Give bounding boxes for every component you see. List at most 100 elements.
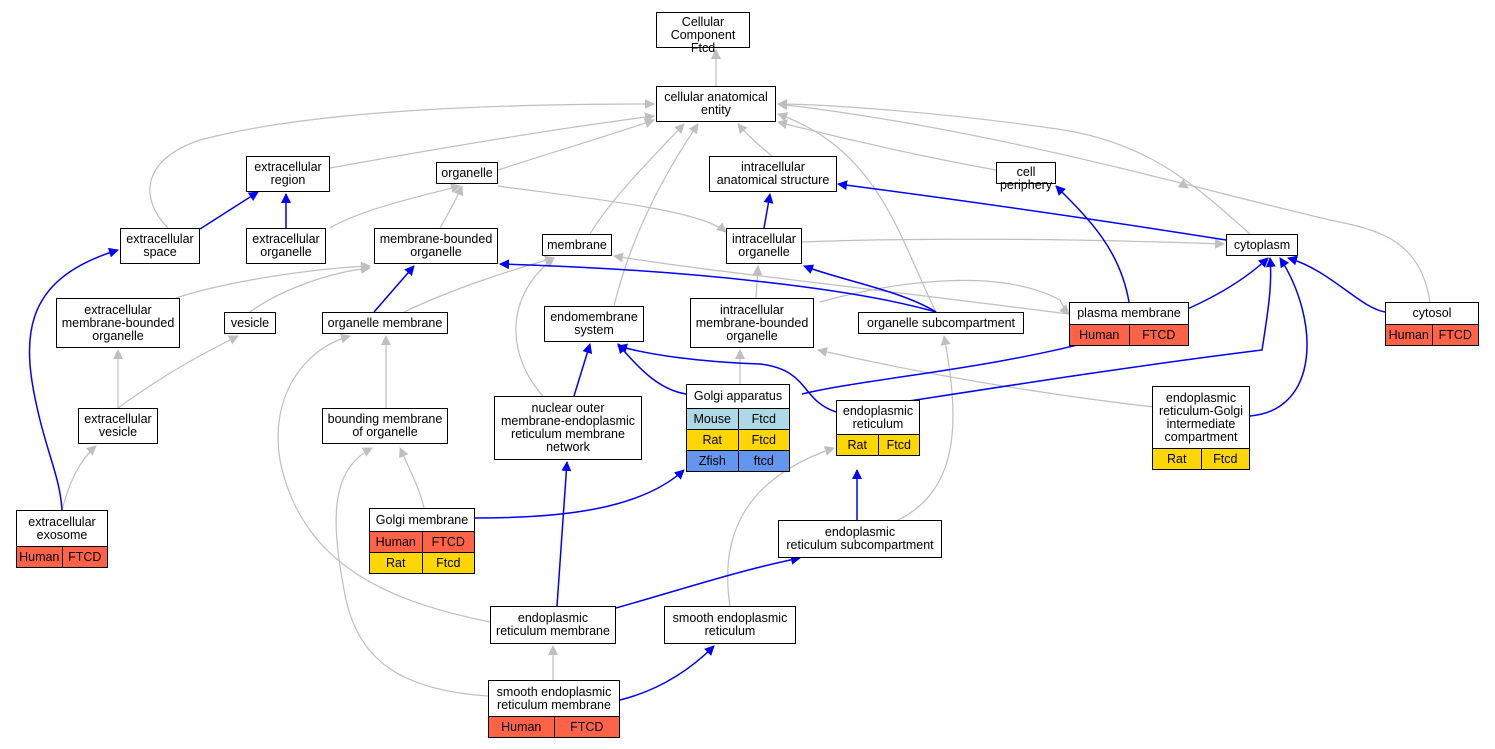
term-node-cytoplasm[interactable]: cytoplasm — [1226, 234, 1298, 256]
is-a-edge-5 — [149, 99, 655, 229]
term-label-line: compartment — [1164, 429, 1238, 444]
species-cell: Rat — [687, 430, 738, 450]
is-a-edge-4 — [777, 119, 997, 171]
term-node-organelle[interactable]: organelle — [436, 162, 498, 184]
is-a-edge-2 — [497, 118, 655, 171]
species-cell: Human — [370, 532, 422, 552]
part-of-edge-38 — [763, 193, 774, 229]
part-of-edge-37 — [373, 265, 415, 313]
is-a-edge-11 — [175, 261, 371, 299]
term-label: vesicle — [225, 313, 275, 333]
term-label-line: endomembrane — [550, 310, 638, 324]
is-a-edge-7 — [439, 185, 464, 229]
term-label-line: cytoplasm — [1233, 237, 1291, 252]
term-label-line: smooth endoplasmic — [672, 611, 788, 625]
term-label-line: membrane — [547, 237, 607, 252]
part-of-edge-45 — [573, 343, 593, 397]
is-a-edge-15 — [752, 265, 763, 299]
term-label-line: membrane-bounded — [695, 315, 809, 330]
is-a-edge-23 — [497, 185, 727, 233]
term-label-line: intracellular — [741, 160, 805, 174]
part-of-edge-46 — [617, 343, 687, 395]
term-label-line: space — [143, 245, 177, 259]
term-label-line: extracellular — [252, 232, 320, 246]
species-cell: Human — [1386, 325, 1432, 345]
is-a-edge-29 — [399, 447, 425, 509]
term-label-line: reticulum-Golgi — [1158, 403, 1244, 418]
is-a-edge-34 — [335, 447, 489, 697]
term-label: Golgi membrane — [370, 509, 474, 531]
is-a-edge-30 — [277, 333, 491, 623]
term-node-membrane[interactable]: membrane — [542, 234, 612, 256]
term-label-line: extracellular — [126, 232, 194, 246]
species-cell: Mouse — [687, 409, 738, 429]
term-label-line: cell periphery — [999, 165, 1053, 192]
term-node-orgmem[interactable]: organelle membrane — [322, 312, 448, 334]
part-of-edge-44 — [28, 247, 119, 511]
species-cell: Rat — [370, 553, 422, 573]
is-a-edge-19 — [777, 100, 1431, 303]
term-label: cytoplasm — [1227, 235, 1297, 255]
is-a-edge-18 — [777, 99, 1251, 235]
gene-cell: Ftcd — [877, 435, 919, 455]
is-a-edge-13 — [403, 255, 555, 313]
term-label-line: system — [574, 323, 614, 337]
is-a-edge-28 — [61, 445, 97, 511]
is-a-edge-9 — [801, 238, 1225, 249]
term-label-line: membrane-bounded — [379, 232, 493, 246]
term-label-line: reticulum membrane — [511, 427, 625, 441]
term-label-line: intermediate — [1166, 416, 1236, 431]
part-of-edge-47 — [801, 257, 1269, 395]
species-cell: Human — [17, 547, 62, 567]
term-node-vesicle[interactable]: vesicle — [224, 312, 276, 334]
term-node-cellper[interactable]: cell periphery — [996, 162, 1056, 192]
term-label-line: of organelle — [352, 425, 418, 439]
term-label-line: membrane-bounded — [61, 315, 175, 330]
term-label-line: region — [270, 173, 306, 187]
is-a-edge-21 — [515, 257, 555, 397]
term-label-line: extracellular — [28, 514, 96, 529]
gene-cell: Ftcd — [1200, 449, 1249, 469]
part-of-edge-39 — [837, 180, 1227, 241]
term-node-orgsub[interactable]: organelle subcompartment — [858, 312, 1024, 334]
is-a-edge-32 — [897, 335, 954, 521]
term-label: plasma membrane — [1070, 303, 1188, 324]
term-label-line: organelle — [92, 328, 144, 343]
